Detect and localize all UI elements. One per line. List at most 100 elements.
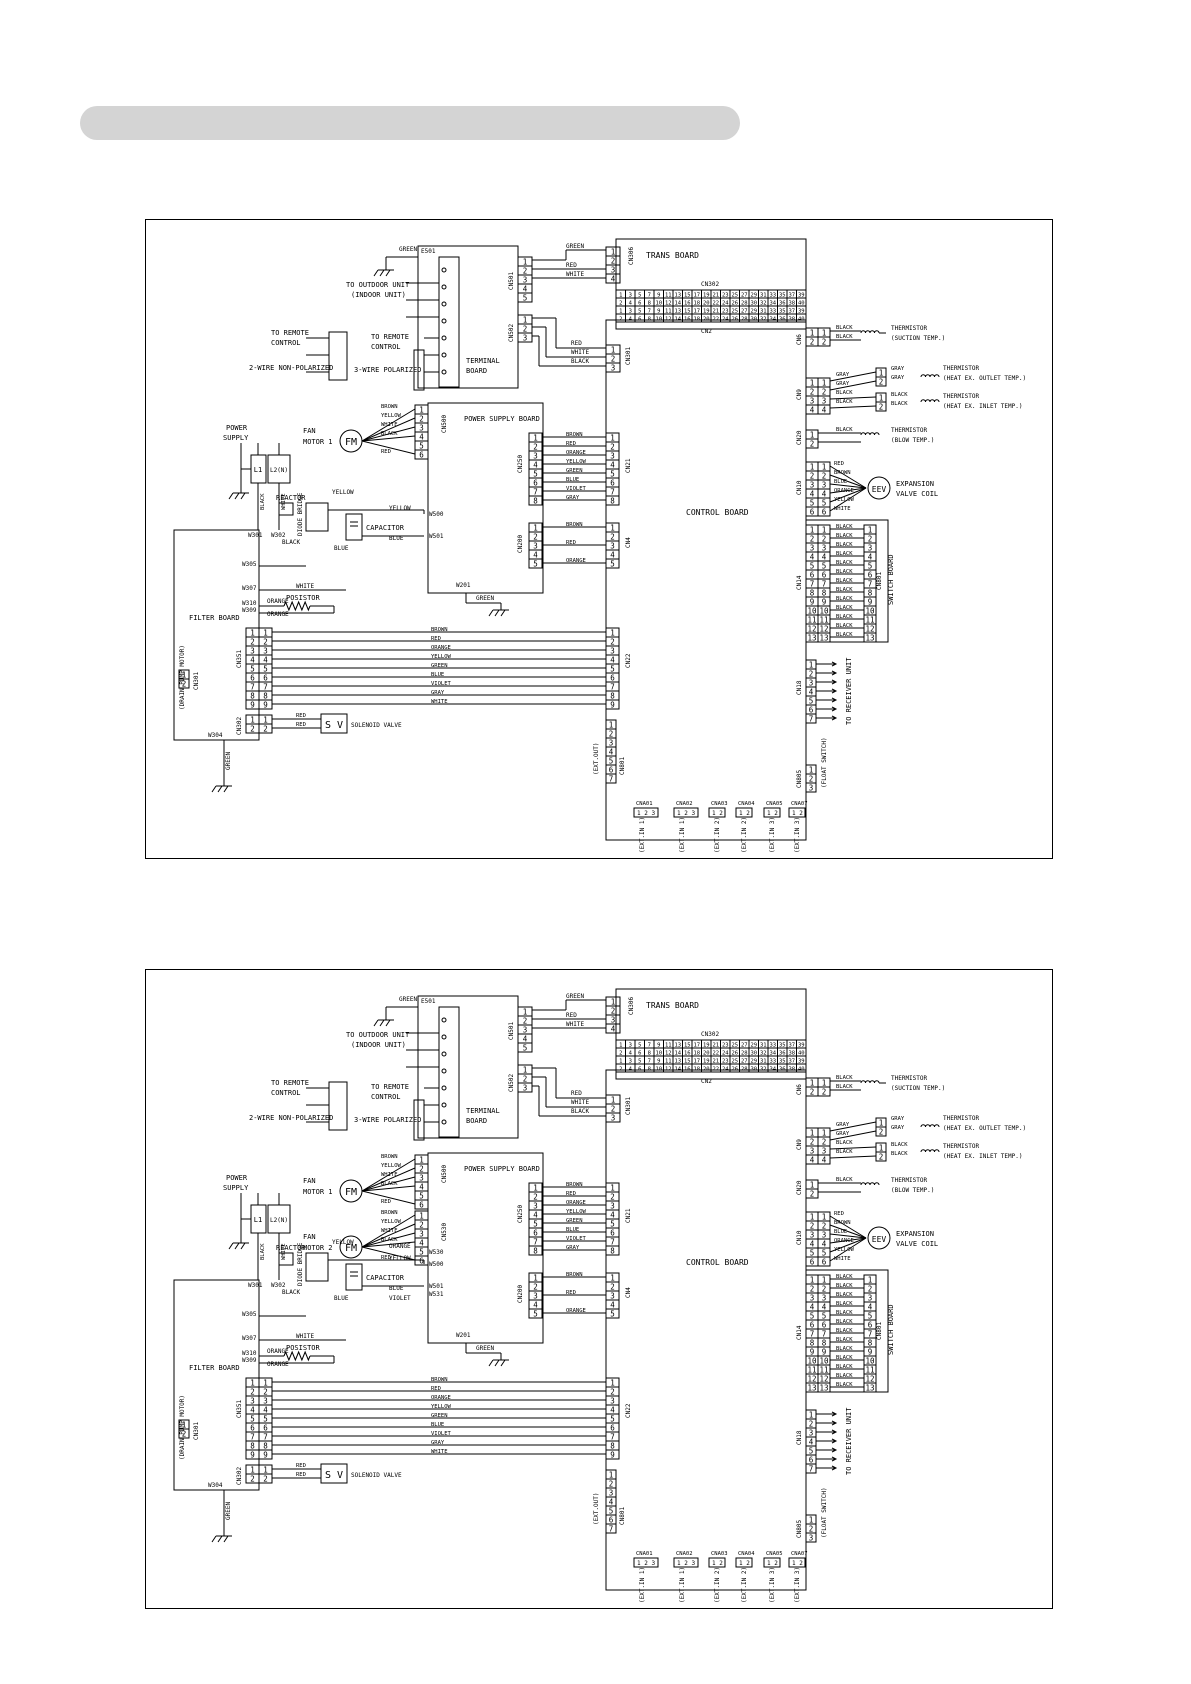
pin-number: 1 xyxy=(868,526,873,535)
pin-number: 8 xyxy=(822,1339,827,1348)
pin-number: 1 xyxy=(809,1411,814,1420)
pin-number: 5 xyxy=(810,562,815,571)
pin-number: 6 xyxy=(419,451,424,460)
wire xyxy=(829,1237,867,1262)
thermistor-connector: 12 xyxy=(875,367,887,387)
pin-number: 1 xyxy=(263,1379,268,1388)
pin-number: 3 xyxy=(609,739,614,748)
wire-color-label: BLACK xyxy=(836,578,853,584)
w500-label: W500 xyxy=(429,511,444,518)
cna-label: CNA03 xyxy=(711,1551,728,1557)
wire-color-label: ORANGE xyxy=(267,1348,289,1355)
pin-number: 6 xyxy=(610,479,615,488)
cn301-connector: 123 xyxy=(605,344,621,373)
pin-number: 39 xyxy=(798,293,805,299)
pin-number: 30 xyxy=(750,1051,757,1057)
thermistor-connector: 12 xyxy=(875,1117,887,1137)
wire-color-label: GREEN xyxy=(566,993,584,1000)
pin-number: 2 xyxy=(523,1075,528,1084)
pin-number: 3 xyxy=(419,1174,424,1183)
pin-number: 10 xyxy=(807,1357,817,1366)
remote-2wire-box xyxy=(328,331,348,381)
wire-color-label: RED xyxy=(566,441,576,447)
cn501-label: CN501 xyxy=(508,272,515,290)
cn4-label: CN4 xyxy=(625,1287,632,1298)
reactor-icon xyxy=(278,502,294,516)
remote-3wire-box xyxy=(413,1099,425,1141)
wire-color-label: BLUE xyxy=(334,545,349,552)
arrow-icon xyxy=(831,1447,838,1453)
pin-number: 7 xyxy=(263,1433,268,1442)
pin-number: 8 xyxy=(868,589,873,598)
pin-number: 10 xyxy=(807,607,817,616)
wire xyxy=(829,487,867,503)
pin-number: 11 xyxy=(865,1366,874,1375)
terminal-screw-icon xyxy=(441,1017,447,1023)
wire-color-label: WHITE xyxy=(381,422,398,428)
wire xyxy=(829,1237,867,1244)
connector-pin xyxy=(517,332,533,343)
connector-pin xyxy=(517,1042,533,1053)
pin-number: 12 xyxy=(807,1375,816,1384)
pin-number: 6 xyxy=(638,1051,641,1057)
wire xyxy=(361,1241,416,1248)
pin-number: 2 xyxy=(250,638,255,647)
pin-number: 3 xyxy=(611,1114,616,1123)
wire-color-label: WHITE xyxy=(281,1243,287,1260)
pin-number: 4 xyxy=(611,1025,616,1034)
pin-number: 18 xyxy=(693,301,700,307)
ground-line xyxy=(234,492,240,500)
wire xyxy=(361,1176,416,1192)
ext-in-label: (EXT.IN 3) xyxy=(794,817,801,853)
wire-color-label: GRAY xyxy=(891,1116,905,1122)
fan-motor-label: MOTOR 2 xyxy=(303,1244,333,1252)
cna-pins: 1 2 xyxy=(767,810,778,817)
pin-number: 1 xyxy=(263,1466,268,1475)
wire-color-label: BLACK xyxy=(836,1364,853,1370)
reactor-icon xyxy=(278,1252,294,1266)
pin-number: 29 xyxy=(750,309,757,315)
pin-number: 4 xyxy=(523,285,528,294)
pin-number: 2 xyxy=(523,325,528,334)
pin-number: 4 xyxy=(533,461,538,470)
wire-color-label: BLACK xyxy=(836,1301,853,1307)
pin-number: 1 xyxy=(182,1421,187,1430)
terminal-screw-icon xyxy=(441,318,447,324)
ground-line xyxy=(240,492,246,500)
pin-number: 3 xyxy=(611,364,616,373)
pin-number: 27 xyxy=(741,1043,748,1049)
wire-color-label: ORANGE xyxy=(267,611,289,618)
pin-number: 6 xyxy=(250,1424,255,1433)
pin-number: 7 xyxy=(533,1238,538,1247)
wire-color-label: RED xyxy=(566,1191,576,1197)
pin-number: 2 xyxy=(879,403,884,412)
cna-connector xyxy=(708,1557,726,1568)
pin-number: 2 xyxy=(810,1190,815,1199)
wire-color-label: BROWN xyxy=(566,1182,583,1188)
ground-icon xyxy=(488,1359,509,1367)
wire-color-label: BLACK xyxy=(260,493,266,510)
pin-number: 25 xyxy=(731,309,738,315)
expansion-label: EXPANSION xyxy=(896,1230,934,1238)
pin-number: 1 xyxy=(609,1471,614,1480)
cn502-connector: 123 xyxy=(517,1064,533,1093)
pin-number: 4 xyxy=(822,553,827,562)
connector-pin xyxy=(605,773,617,784)
pin-number: 3 xyxy=(822,397,827,406)
thermistor-label: THERMISTOR xyxy=(891,427,928,434)
pin-number: 4 xyxy=(822,490,827,499)
pin-number: 2 xyxy=(533,443,538,452)
pin-number: 19 xyxy=(703,1059,710,1065)
pin-number: 10 xyxy=(819,607,829,616)
pin-number: 2 xyxy=(879,1128,884,1137)
